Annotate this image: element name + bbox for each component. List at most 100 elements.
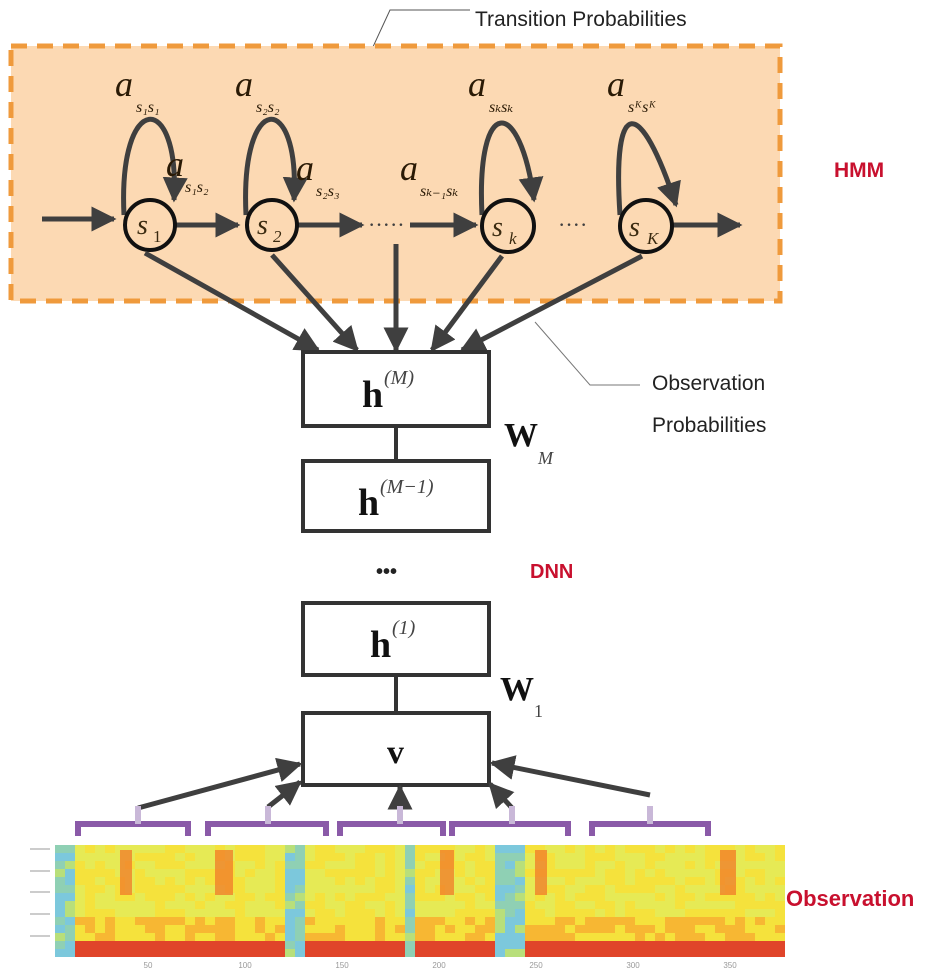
label-a-sk-1sk: a sₖ₋₁sₖ [400, 148, 458, 200]
spectrogram-cell [515, 909, 525, 917]
state-sK: s K [618, 198, 674, 254]
spectrogram-cell [195, 893, 205, 901]
spectrogram-cell [325, 949, 335, 957]
spectrogram-cell [465, 885, 475, 893]
spectrogram-cell [235, 941, 245, 949]
spectrogram-cell [535, 909, 545, 917]
spectrogram-cell [515, 941, 525, 949]
spectrogram-cell [625, 877, 635, 885]
spectrogram-cell [485, 909, 495, 917]
spectrogram-cell [355, 853, 365, 861]
spectrogram-cell [285, 909, 295, 917]
spectrogram-cell [505, 901, 515, 909]
spectrogram-cell [585, 925, 595, 933]
spectrogram-cell [485, 893, 495, 901]
spectrogram-cell [185, 925, 195, 933]
spectrogram-cell [275, 925, 285, 933]
spectrogram-cell [405, 909, 415, 917]
spectrogram-cell [665, 949, 675, 957]
spectrogram-cell [425, 885, 435, 893]
spectrogram-cell [415, 925, 425, 933]
spectrogram-cell [375, 941, 385, 949]
spectrogram-cell [295, 901, 305, 909]
spectrogram-cell [435, 933, 445, 941]
spectrogram-cell [65, 949, 75, 957]
spectrogram-cell [155, 853, 165, 861]
spectrogram-cell [355, 909, 365, 917]
spectrogram-cell [655, 893, 665, 901]
spectrogram-cell [745, 925, 755, 933]
spectrogram-cell [145, 869, 155, 877]
context-window-stem [135, 806, 141, 824]
spectrogram-cell [375, 877, 385, 885]
spectrogram-cell [125, 933, 135, 941]
spectrogram-cell [665, 869, 675, 877]
spectrogram-cell [185, 853, 195, 861]
spectrogram-cell [175, 861, 185, 869]
spectrogram-cell [385, 869, 395, 877]
spectrogram-cell [755, 877, 765, 885]
spectrogram-formant [120, 850, 132, 895]
spectrogram-cell [55, 917, 65, 925]
spectrogram-cell [665, 853, 675, 861]
spectrogram-cell [695, 917, 705, 925]
spectrogram-cell [495, 869, 505, 877]
spectrogram-cell [55, 845, 65, 853]
spectrogram-cell [415, 845, 425, 853]
spectrogram-cell [355, 893, 365, 901]
spectrogram-cell [555, 917, 565, 925]
spectrogram-cell [585, 869, 595, 877]
spectrogram-cell [155, 909, 165, 917]
spectrogram-cell [195, 941, 205, 949]
spectrogram-cell [175, 845, 185, 853]
spectrogram-cell [545, 893, 555, 901]
spectrogram-cell [345, 893, 355, 901]
spectrogram-cell [585, 885, 595, 893]
spectrogram-cell [385, 893, 395, 901]
spectrogram-cell [95, 917, 105, 925]
spectrogram-cell [165, 869, 175, 877]
spectrogram-cell [585, 901, 595, 909]
spectrogram-cell [55, 941, 65, 949]
spectrogram-cell [575, 885, 585, 893]
spectrogram-x-tick-label: 200 [432, 961, 446, 970]
spectrogram-cell [465, 861, 475, 869]
spectrogram-cell [435, 917, 445, 925]
spectrogram-cell [355, 941, 365, 949]
spectrogram-cell [625, 949, 635, 957]
spectrogram-cell [55, 893, 65, 901]
spectrogram-cell [375, 853, 385, 861]
spectrogram-cell [715, 909, 725, 917]
self-loop-s1 [121, 116, 188, 216]
context-window-brackets [75, 806, 711, 836]
spectrogram-cell [175, 901, 185, 909]
spectrogram-cell [415, 885, 425, 893]
spectrogram-cell [145, 909, 155, 917]
spectrogram-cell [755, 901, 765, 909]
spectrogram-cell [265, 941, 275, 949]
spectrogram-cell [295, 917, 305, 925]
spectrogram-cell [365, 949, 375, 957]
spectrogram-cell [455, 893, 465, 901]
spectrogram-cell [245, 949, 255, 957]
spectrogram-x-tick-label: 100 [238, 961, 252, 970]
spectrogram-cell [485, 925, 495, 933]
state-label: s [492, 212, 503, 243]
spectrogram-cell [335, 917, 345, 925]
spectrogram-cell [225, 941, 235, 949]
spectrogram-cell [75, 941, 85, 949]
spectrogram-cell [235, 853, 245, 861]
spectrogram-cell [585, 853, 595, 861]
spectrogram-cell [165, 893, 175, 901]
spectrogram-cell [685, 925, 695, 933]
self-loop-s2 [243, 116, 308, 216]
spectrogram-cell [75, 917, 85, 925]
spectrogram-cell [265, 917, 275, 925]
spectrogram-cell [165, 861, 175, 869]
spectrogram-cell [375, 909, 385, 917]
spectrogram-cell [345, 853, 355, 861]
spectrogram-cell [335, 853, 345, 861]
spectrogram-cell [235, 909, 245, 917]
spectrogram-cell [55, 901, 65, 909]
